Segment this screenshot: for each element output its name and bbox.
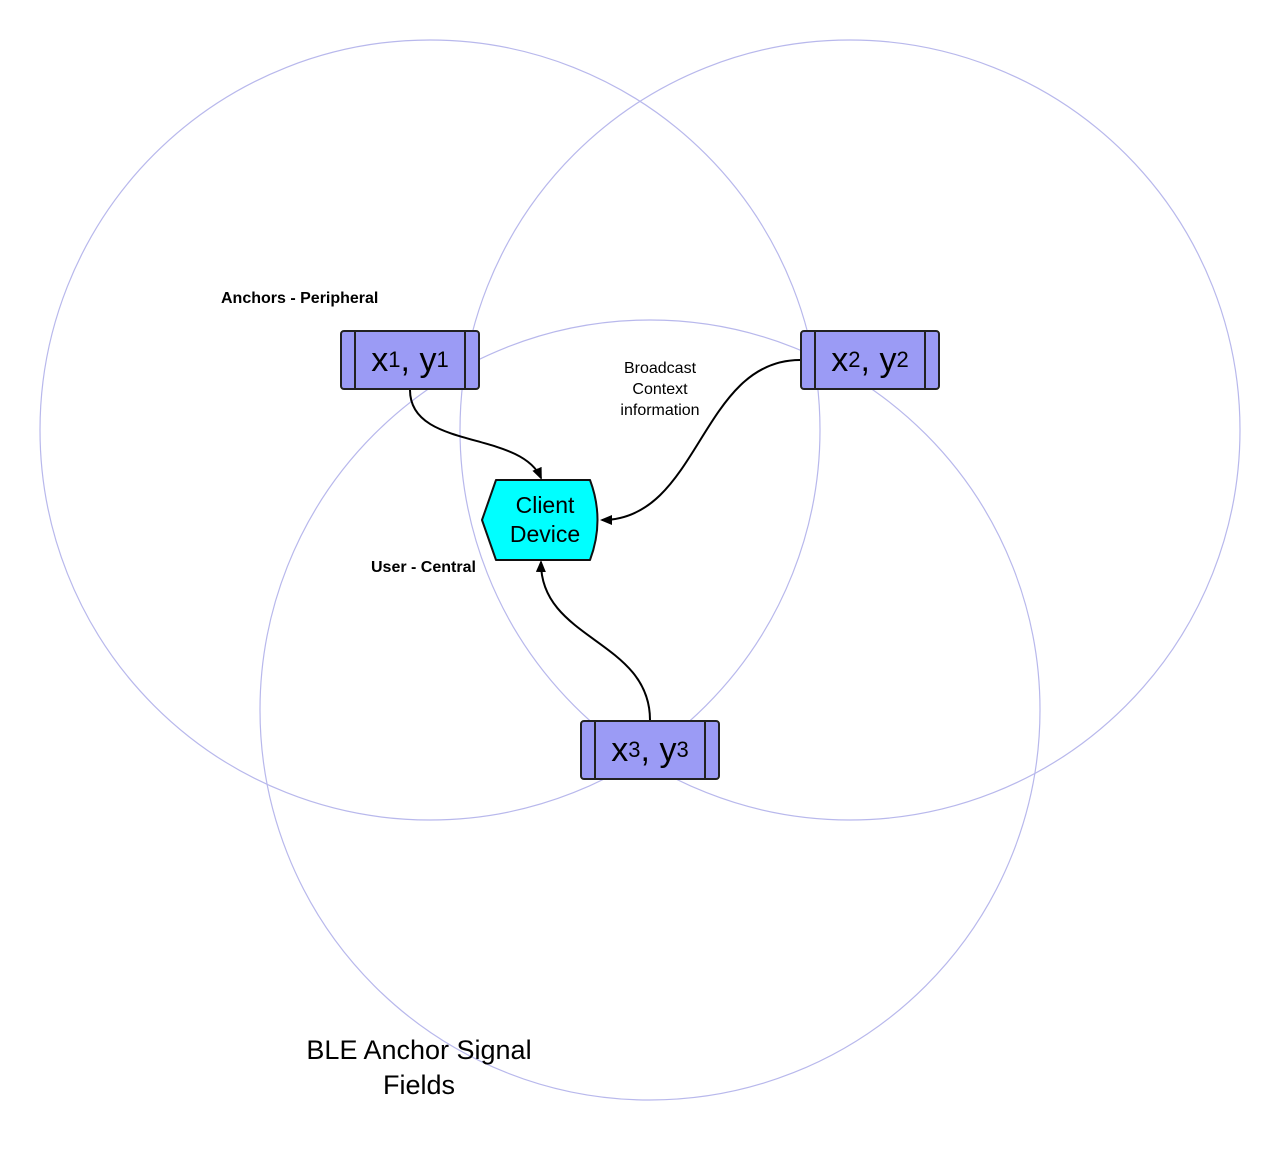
user-central-label: User - Central <box>371 559 476 576</box>
signal-field-circle-2 <box>459 39 1241 821</box>
signal-fields-caption: BLE Anchor Signal Fields <box>306 1035 532 1100</box>
arrow-anchor3-to-client <box>535 560 651 721</box>
client-device-shape[interactable] <box>481 479 599 561</box>
signal-field-circle-1 <box>39 39 821 821</box>
client-device-line-2: Device <box>509 521 581 547</box>
arrow-anchor1-to-client <box>409 389 542 480</box>
client-device-label[interactable]: Client Device <box>482 480 608 560</box>
broadcast-context-label: Broadcast Context information <box>620 360 700 419</box>
signal-field-circle-3 <box>259 319 1041 1101</box>
arrow-anchor2-to-client <box>600 359 801 525</box>
client-device-line-1: Client <box>515 492 575 518</box>
anchors-peripheral-label: Anchors - Peripheral <box>221 290 379 307</box>
